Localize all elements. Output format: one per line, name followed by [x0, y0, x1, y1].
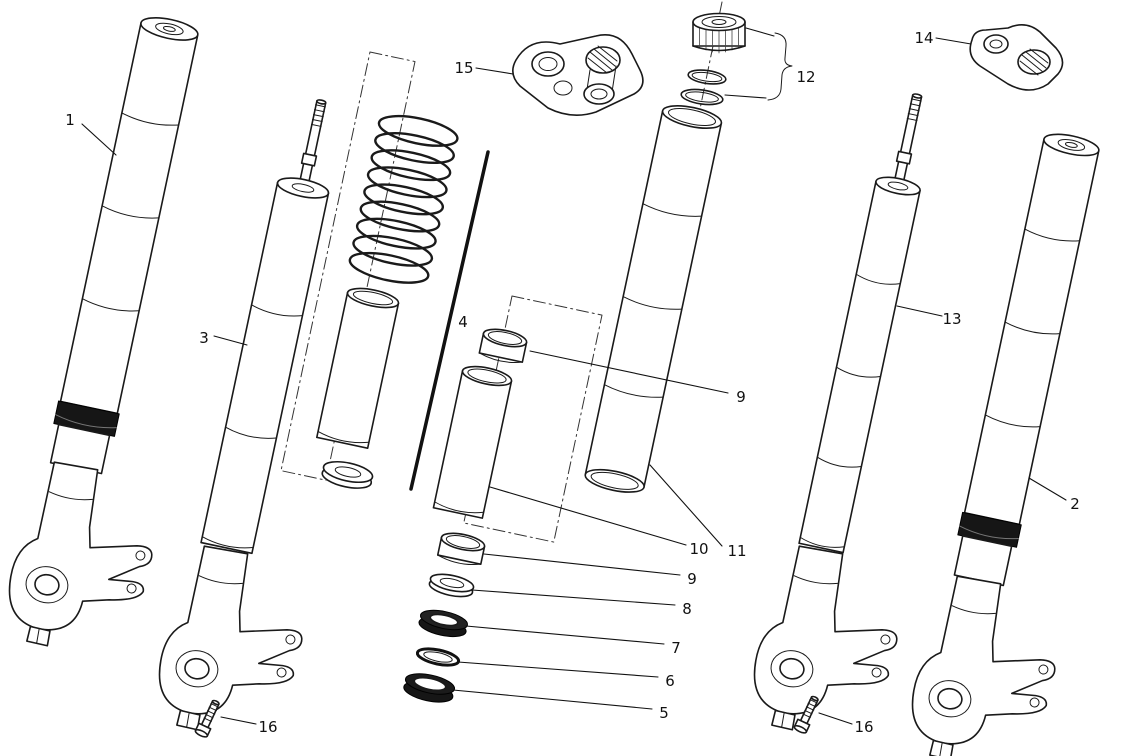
- callout-15-label: 15: [454, 59, 473, 77]
- leader-lines: [81, 27, 1067, 725]
- fork-top-cap-2: [1043, 133, 1100, 157]
- callout-1-label: 1: [65, 111, 75, 129]
- leader-9-lower: [483, 553, 681, 576]
- leader-3: [213, 335, 248, 346]
- phantom-centerline-cap: [698, 1, 723, 115]
- leader-16-left: [220, 716, 257, 725]
- dust-seal-5: [403, 673, 456, 703]
- callout-13-label: 13: [942, 310, 961, 328]
- spring-4: [348, 114, 459, 284]
- callout-16-left-label: 16: [258, 718, 277, 736]
- phantom-box-spring: [280, 51, 416, 481]
- o-ring-lower-12: [680, 88, 724, 106]
- callout-14-label: 14: [914, 29, 933, 47]
- leader-5: [452, 689, 653, 710]
- callout-10-label: 10: [689, 540, 708, 558]
- sleeve-10: [432, 365, 513, 519]
- fork-leg-assembly-2: [953, 133, 1100, 587]
- fork-bottom-1: [0, 457, 166, 662]
- snap-ring-6: [415, 647, 461, 667]
- steering-bracket-15: [512, 34, 644, 116]
- callout-5-label: 5: [659, 704, 669, 722]
- callout-16-right-label: 16: [854, 718, 873, 736]
- leader-1: [81, 123, 117, 156]
- leader-14: [935, 37, 972, 45]
- fork-bottom-3: [149, 541, 316, 746]
- leader-6: [457, 661, 659, 678]
- callout-2-label: 2: [1070, 495, 1080, 513]
- leader-13: [896, 305, 943, 317]
- damper-rod-13: [893, 93, 923, 186]
- fork-cap-12: [692, 12, 746, 54]
- callout-4-label: 4: [458, 313, 468, 331]
- fork-bottom-2: [902, 571, 1069, 756]
- callout-12-label: 12: [796, 68, 815, 86]
- leader-9-upper: [529, 350, 729, 394]
- spacer-tube-4: [315, 287, 400, 449]
- fork-bottom-13: [744, 541, 911, 746]
- fork-top-cap-1: [140, 17, 199, 41]
- inner-fork-tube-3: [200, 177, 330, 555]
- bushing-9-upper: [478, 328, 528, 363]
- leader-10: [489, 486, 687, 546]
- damper-cartridge-13: [798, 176, 921, 554]
- oil-seal-7: [418, 609, 469, 638]
- leader-12b: [724, 94, 767, 99]
- callout-3-label: 3: [199, 329, 209, 347]
- fork-leg-assembly-1: [49, 17, 199, 475]
- callout-9-upper-label: 9: [736, 388, 746, 406]
- callout-7-label: 7: [671, 639, 681, 657]
- leader-11: [649, 464, 723, 547]
- callout-6-label: 6: [665, 672, 675, 690]
- callout-labels: 1 3 15 12 14 4 9 10 11 9 8 7 6 5 13 2 16…: [65, 29, 1080, 736]
- top-bracket-14: [969, 24, 1064, 91]
- washer-4: [321, 460, 374, 489]
- leader-8: [471, 589, 676, 606]
- leader-2: [1028, 477, 1067, 501]
- o-ring-upper-12: [687, 69, 727, 85]
- bracket-12: [767, 32, 793, 101]
- bushing-9-lower: [436, 532, 486, 566]
- leader-15: [475, 67, 514, 75]
- callout-11-label: 11: [727, 542, 746, 560]
- leader-12a: [745, 27, 775, 37]
- callout-8-label: 8: [682, 600, 692, 618]
- callout-9-lower-label: 9: [687, 570, 697, 588]
- outer-tube-11: [584, 105, 723, 493]
- damper-rod-3: [298, 99, 327, 188]
- leader-7: [465, 625, 665, 645]
- leader-4: [409, 150, 490, 491]
- leader-16-right: [818, 712, 853, 725]
- washer-8: [428, 573, 475, 598]
